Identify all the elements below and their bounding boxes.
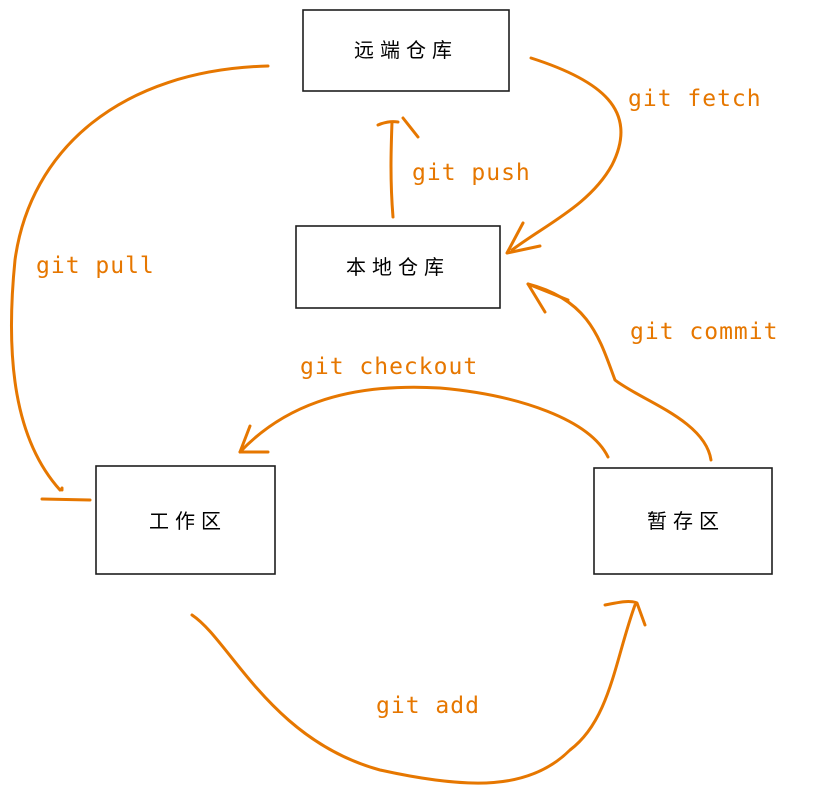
edge-checkout: git checkout <box>238 354 610 459</box>
node-workspace-label: 工作区 <box>149 509 227 533</box>
node-local-repo: 本地仓库 <box>295 225 501 309</box>
node-workspace: 工作区 <box>95 465 276 575</box>
node-staging: 暂存区 <box>593 467 773 575</box>
edge-push: git push <box>376 116 531 219</box>
edge-push-label: git push <box>412 160 531 186</box>
edge-fetch-label: git fetch <box>628 86 762 112</box>
node-staging-label: 暂存区 <box>647 509 725 533</box>
edge-commit-label: git commit <box>630 319 778 345</box>
edge-commit: git commit <box>526 282 778 462</box>
node-remote-repo: 远端仓库 <box>302 9 510 92</box>
edge-pull-label: git pull <box>36 253 155 279</box>
node-remote-label: 远端仓库 <box>354 38 458 62</box>
node-local-label: 本地仓库 <box>346 255 450 279</box>
edge-add-label: git add <box>376 693 480 719</box>
edge-pull: git pull <box>9 64 270 502</box>
edge-add: git add <box>190 600 647 785</box>
edge-fetch: git fetch <box>505 56 762 255</box>
edge-checkout-label: git checkout <box>300 354 478 380</box>
